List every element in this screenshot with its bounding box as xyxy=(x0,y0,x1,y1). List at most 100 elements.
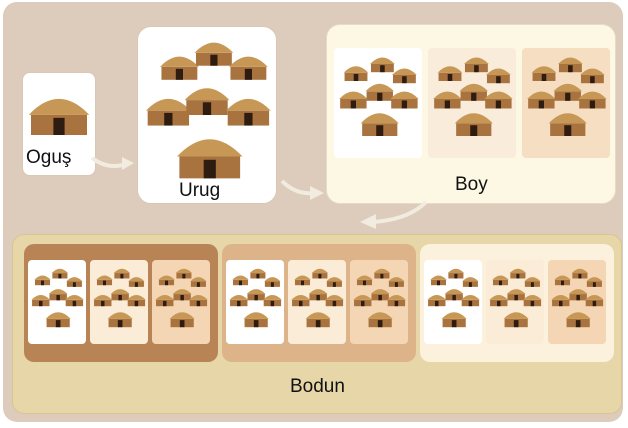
arrow-urug-to-boy xyxy=(280,179,324,200)
yurt-icon xyxy=(430,275,447,286)
yurt-icon xyxy=(370,57,395,73)
yurt-icon xyxy=(578,91,607,109)
yurt-icon xyxy=(127,294,146,307)
boy-unit-3 xyxy=(522,48,610,158)
yurt-icon xyxy=(464,57,489,73)
yurt-icon xyxy=(437,66,463,81)
yurt-icon xyxy=(585,294,604,307)
yurt-icon xyxy=(294,275,311,286)
yurt-icon xyxy=(291,294,311,307)
bodun-label: Bodun xyxy=(290,376,345,397)
yurt-icon xyxy=(392,68,417,84)
yurt-icon xyxy=(527,91,556,109)
yurt-icon xyxy=(175,268,193,279)
yurt-icon xyxy=(462,277,479,287)
yurt-icon xyxy=(66,277,83,287)
bodun-group-1-unit-3 xyxy=(152,260,210,344)
yurt-icon xyxy=(492,275,509,286)
yurt-icon xyxy=(454,113,493,136)
yurt-icon xyxy=(503,312,529,328)
bodun-group-1-unit-1 xyxy=(28,260,86,344)
yurt-icon xyxy=(305,312,331,328)
yurt-icon xyxy=(229,294,249,307)
yurt-icon xyxy=(34,275,51,286)
yurt-icon xyxy=(229,56,268,80)
yurt-icon xyxy=(565,312,591,328)
yurt-icon xyxy=(325,294,344,307)
yurt-icon xyxy=(373,268,391,279)
yurt-icon xyxy=(553,83,583,101)
bodun-group-3-unit-3 xyxy=(548,260,606,344)
bodun-group-1-unit-2 xyxy=(90,260,148,344)
urug-label: Urug xyxy=(179,180,221,201)
ogus-label: Oguş xyxy=(26,147,72,168)
ogus-box xyxy=(22,72,96,176)
yurt-icon xyxy=(249,268,267,279)
yurt-icon xyxy=(360,113,399,136)
yurt-icon xyxy=(48,289,68,301)
yurt-icon xyxy=(172,289,192,301)
yurt-icon xyxy=(484,91,513,109)
yurt-icon xyxy=(506,289,526,301)
yurt-icon xyxy=(169,312,195,328)
yurt-icon xyxy=(548,113,587,136)
yurt-icon xyxy=(343,66,369,81)
yurt-icon xyxy=(232,275,249,286)
yurt-icon xyxy=(155,294,175,307)
yurt-icon xyxy=(551,294,571,307)
yurt-icon xyxy=(51,268,69,279)
yurt-icon xyxy=(554,275,571,286)
yurt-icon xyxy=(96,275,113,286)
yurt-icon xyxy=(558,57,583,73)
yurt-icon xyxy=(356,275,373,286)
yurt-icon xyxy=(365,83,395,101)
yurt-icon xyxy=(353,294,373,307)
yurt-icon xyxy=(263,294,282,307)
yurt-icon xyxy=(571,268,589,279)
yurt-icon xyxy=(243,312,269,328)
yurt-icon xyxy=(28,98,90,135)
yurt-icon xyxy=(523,294,542,307)
arrow-boy-to-bodun xyxy=(360,200,428,229)
yurt-icon xyxy=(461,294,480,307)
yurt-icon xyxy=(308,289,328,301)
yurt-icon xyxy=(388,277,405,287)
yurt-icon xyxy=(367,312,393,328)
yurt-icon xyxy=(447,268,465,279)
yurt-icon xyxy=(184,88,230,115)
yurt-icon xyxy=(264,277,281,287)
yurt-icon xyxy=(580,68,605,84)
yurt-icon xyxy=(107,312,133,328)
yurt-icon xyxy=(246,289,266,301)
boy-unit-2 xyxy=(428,48,516,158)
yurt-icon xyxy=(489,294,509,307)
yurt-icon xyxy=(158,275,175,286)
bodun-group-2-unit-3 xyxy=(350,260,408,344)
bodun-group-3-unit-1 xyxy=(424,260,482,344)
yurt-icon xyxy=(311,268,329,279)
yurt-icon xyxy=(339,91,368,109)
urug-yurt-group xyxy=(146,42,271,179)
yurt-icon xyxy=(45,312,71,328)
yurt-icon xyxy=(160,56,199,80)
urug-box xyxy=(137,26,277,204)
yurt-icon xyxy=(486,68,511,84)
arrow-ogus-to-urug xyxy=(90,156,134,170)
yurt-icon xyxy=(387,294,406,307)
yurt-icon xyxy=(93,294,113,307)
yurt-icon xyxy=(190,277,207,287)
yurt-icon xyxy=(370,289,390,301)
yurt-icon xyxy=(194,42,234,66)
yurt-icon xyxy=(427,294,447,307)
bodun-group-2-unit-2 xyxy=(288,260,346,344)
yurt-icon xyxy=(568,289,588,301)
yurt-icon xyxy=(586,277,603,287)
bodun-group-3-unit-2 xyxy=(486,260,544,344)
yurt-icon xyxy=(113,268,131,279)
yurt-icon xyxy=(176,139,243,179)
yurt-icon xyxy=(326,277,343,287)
yurt-icon xyxy=(509,268,527,279)
yurt-icon xyxy=(110,289,130,301)
yurt-icon xyxy=(226,98,271,126)
